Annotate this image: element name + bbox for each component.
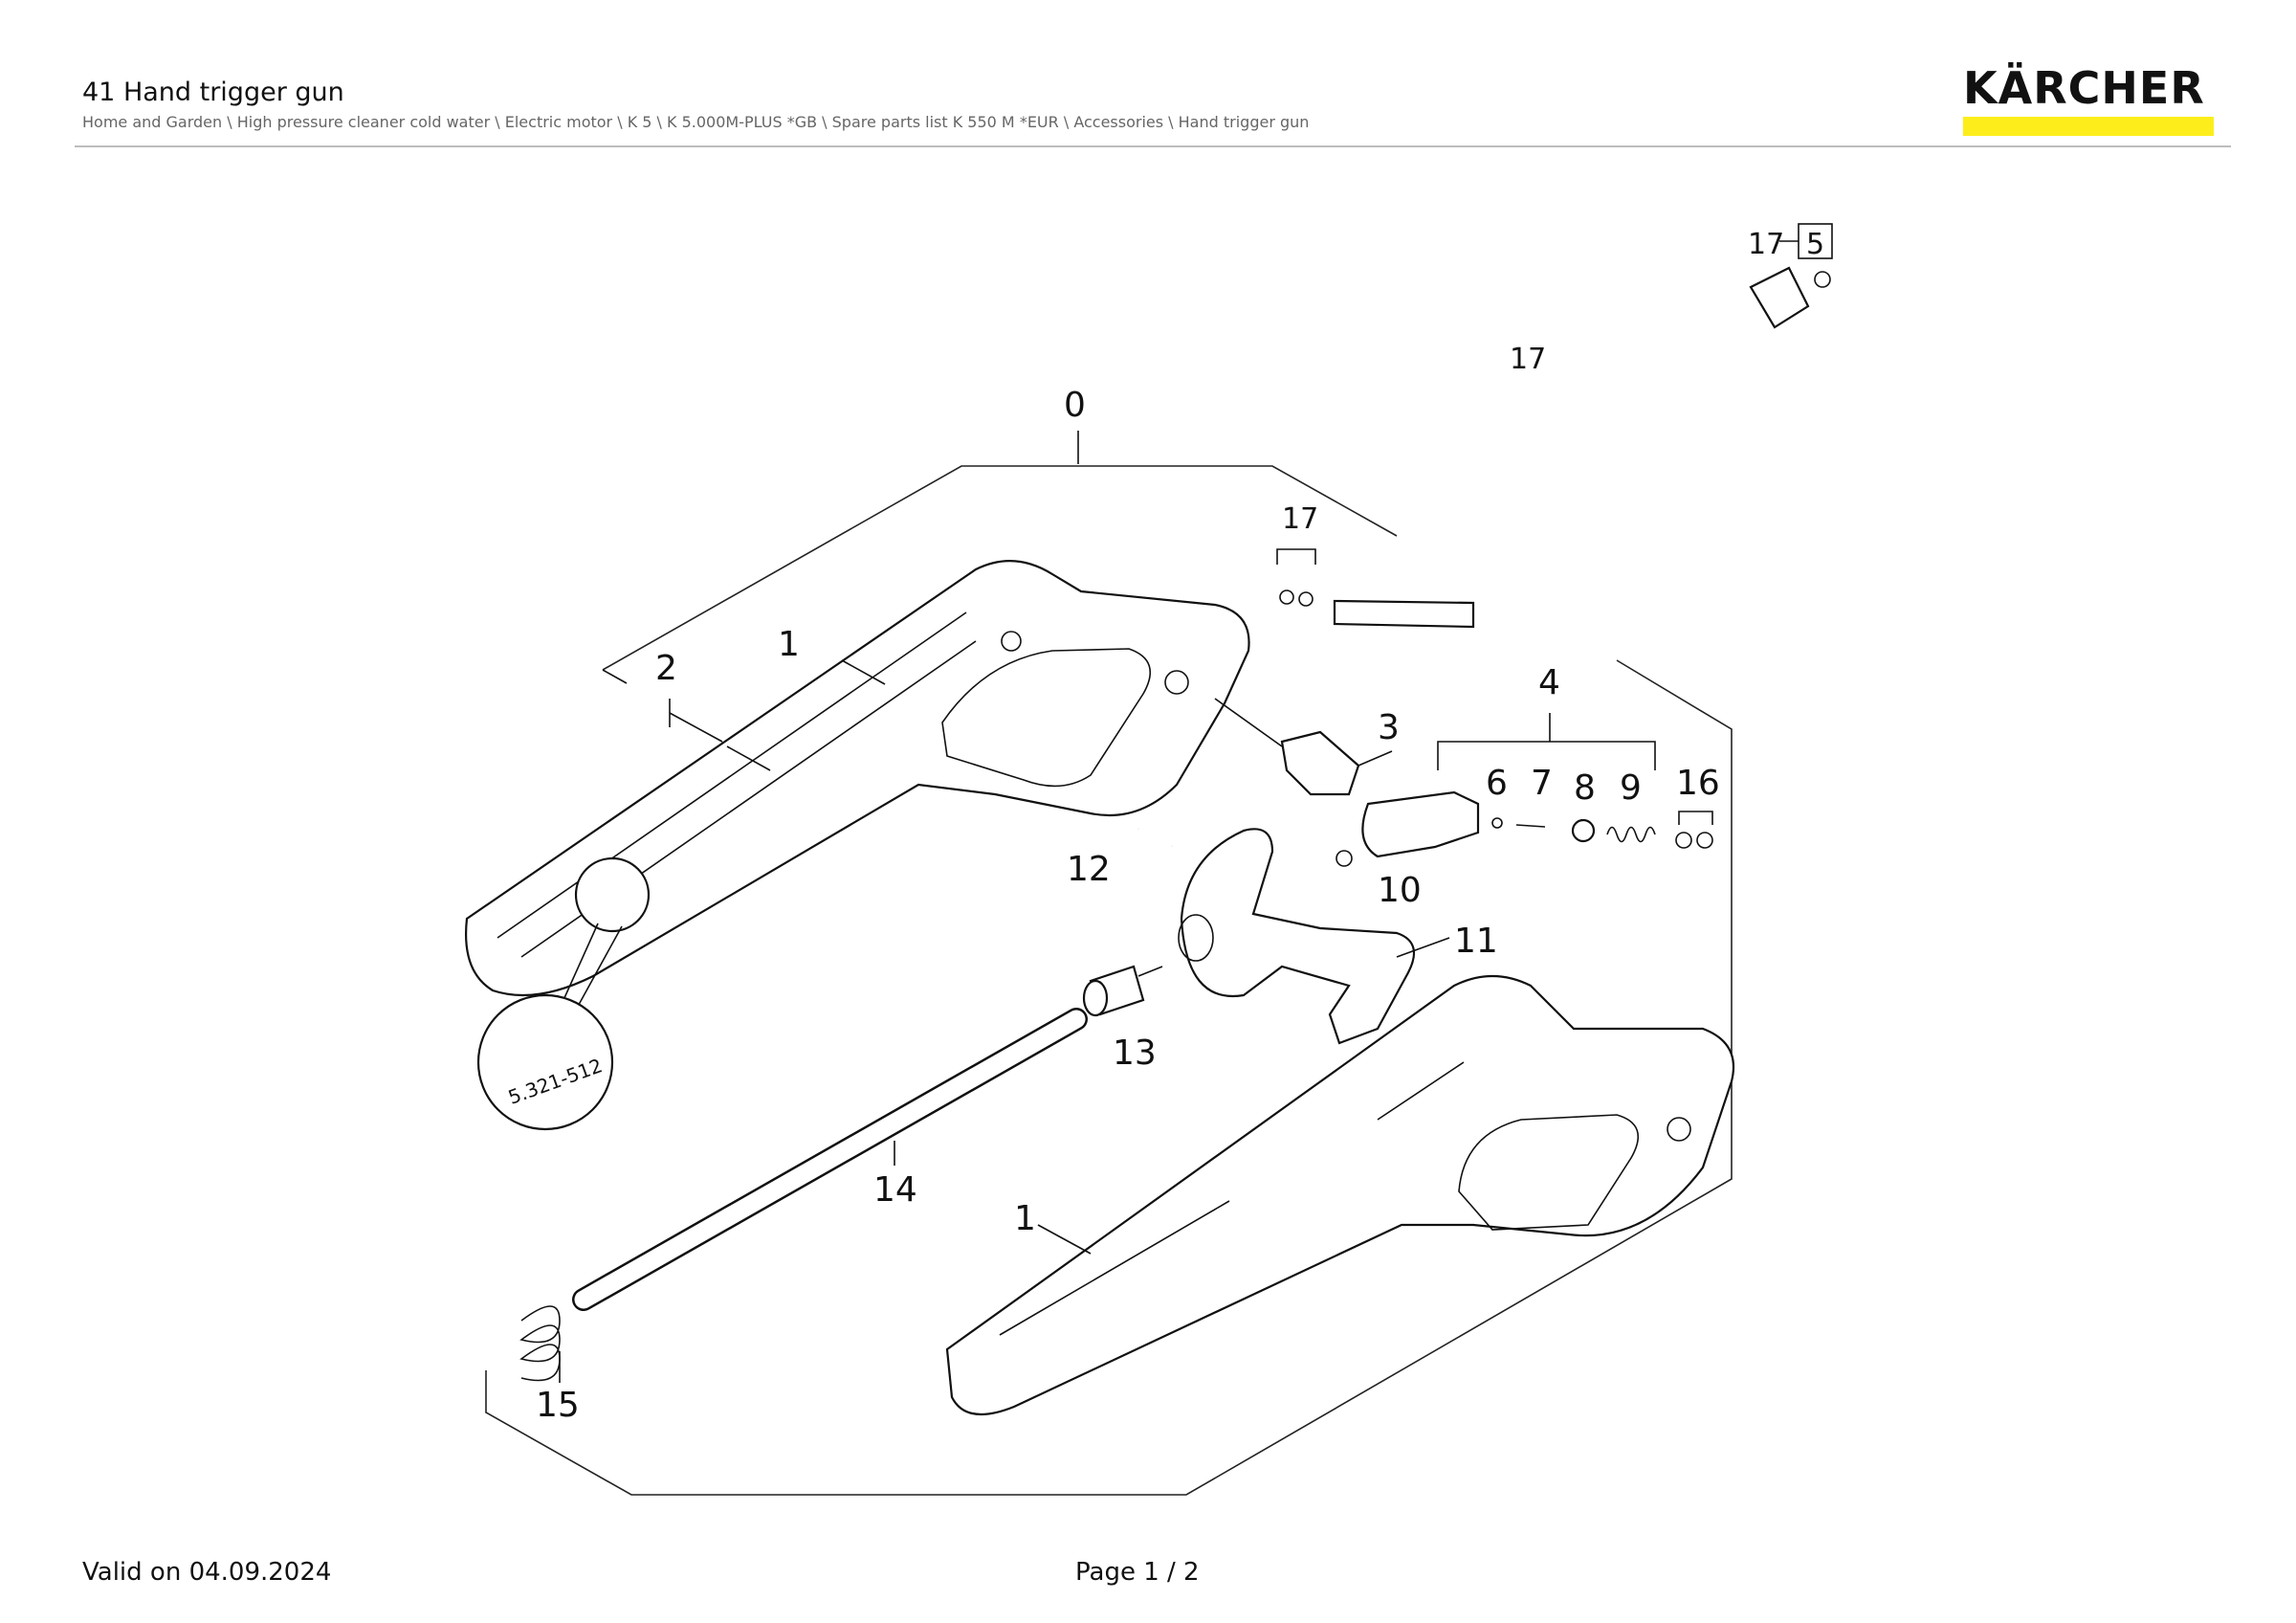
label-part-1: 1 [778,625,800,664]
seal-8 [1571,818,1596,843]
handle-half-right [945,974,1735,1416]
assembly-frame [602,465,1398,671]
label-part-6: 6 [1486,764,1508,803]
o-ring-17 [1279,589,1294,605]
label-part-17-hose: 17 [1510,343,1546,376]
label-part-2: 2 [655,649,677,688]
header-divider [75,145,2231,147]
breadcrumb: Home and Garden \ High pressure cleaner … [82,113,1310,131]
brand-logo-bar [1963,117,2214,136]
handle-half-left [465,560,1250,997]
hose-connector [1333,599,1475,629]
handle-inner-rail [497,611,967,939]
label-part-14: 14 [873,1170,917,1210]
hose-nut [1749,266,1810,329]
label-part-9: 9 [1620,768,1642,808]
o-ring-17b [1298,591,1314,607]
leader-11 [1396,937,1450,958]
page-indicator: Page 1 / 2 [1075,1558,1200,1587]
leader-1a [841,659,886,685]
handle-grip-opening-2 [1458,1114,1640,1231]
label-part-13: 13 [1113,1034,1157,1073]
rod-14-inner [574,1010,1086,1309]
brand-logo: KÄRCHER [1963,63,2214,136]
pin-12-inner [1137,825,1174,850]
label-part-16: 16 [1676,764,1720,803]
handle-grip-opening [941,648,1152,788]
handle-slot-2 [1377,1061,1465,1121]
label-part-17-top: 17 [1748,228,1784,261]
o-ring-16a [1675,832,1692,849]
label-part-10: 10 [1378,871,1422,910]
label-part-15: 15 [536,1386,580,1425]
ball-6 [1491,817,1503,829]
spring-9 [1606,826,1656,843]
screw-2 [669,712,723,743]
label-part-4: 4 [1538,663,1560,702]
o-ring-5 [1814,271,1831,288]
label-part-5: 5 [1806,228,1824,261]
brand-logo-text: KÄRCHER [1963,62,2205,114]
handle-label-disc [574,856,651,933]
handle-boss-3 [1667,1117,1691,1142]
label-part-12: 12 [1067,850,1111,889]
page-title: 41 Hand trigger gun [82,78,344,107]
label-part-7: 7 [1531,764,1553,803]
trigger-pivot-hole [1178,914,1214,962]
hose-inner [1472,287,1803,633]
handle-boss [1001,631,1022,652]
page-header: 41 Hand trigger gun Home and Garden \ Hi… [82,77,2225,131]
leader-3b [1358,750,1393,767]
bracket-17 [1276,548,1316,565]
label-part-3: 3 [1378,708,1400,747]
label-part-8: 8 [1574,768,1596,808]
handle-slot [999,1200,1230,1336]
assembly-frame-right [485,659,1733,1496]
valve-body-4 [1361,790,1480,858]
pin-7 [1515,824,1546,828]
label-part-17-rings: 17 [1282,502,1318,536]
leader-1b [1037,1224,1092,1255]
bushing-13-face [1082,979,1109,1017]
o-ring-16b [1696,832,1713,849]
validity-date: Valid on 04.09.2024 [82,1558,332,1587]
label-part-0: 0 [1064,386,1086,425]
label-part-11: 11 [1454,922,1498,961]
o-ring-10 [1336,850,1353,867]
bracket-16 [1678,811,1713,825]
leader-2b [726,745,771,771]
frame-tick [602,669,628,684]
detail-magnifier [476,993,614,1131]
trigger-11 [1180,828,1416,1045]
label-part-1b: 1 [1014,1199,1036,1238]
bracket-4 [1437,741,1656,770]
handle-boss-2 [1164,670,1189,695]
leader-13 [1137,966,1163,977]
spring-15 [519,1305,561,1382]
leader-3 [1214,698,1283,747]
valve-insert-3 [1280,730,1360,796]
